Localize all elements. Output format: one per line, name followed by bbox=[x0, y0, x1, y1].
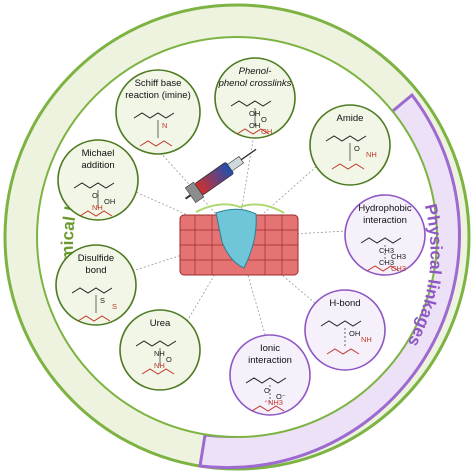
structure-label: O⁻ bbox=[276, 392, 286, 401]
linkage-circle bbox=[229, 334, 311, 416]
structure-label: S bbox=[100, 296, 105, 305]
linkage-circle bbox=[214, 57, 296, 139]
structure-label: OH bbox=[349, 329, 360, 338]
linkage-circle bbox=[344, 194, 426, 276]
structure-label: NH bbox=[361, 335, 372, 344]
linkage-title-line: bond bbox=[85, 265, 106, 276]
linkage-title-line: Amide bbox=[337, 113, 364, 124]
structure-label: OH bbox=[249, 121, 260, 130]
structure-label: ⁺NH3 bbox=[264, 398, 283, 407]
linkage-title-line: Michael bbox=[82, 148, 115, 159]
linkage-title-line: Disulfide bbox=[78, 253, 114, 264]
linkage-structure: SS bbox=[71, 287, 117, 322]
linkage-structure: O NH bbox=[325, 135, 377, 170]
structure-label: NH bbox=[154, 349, 165, 358]
structure-label: CH3 bbox=[391, 264, 406, 273]
structure-label: NH bbox=[154, 361, 165, 370]
structure-label: O bbox=[354, 144, 360, 153]
linkage-title-line: reaction (imine) bbox=[125, 90, 190, 101]
linkage-title-line: Schiff base bbox=[135, 78, 182, 89]
structure-label: CH3 bbox=[391, 252, 406, 261]
linkage-structure: O O⁻⁺NH3 bbox=[245, 377, 287, 412]
linkage-circle bbox=[115, 69, 201, 155]
linkage-circle bbox=[55, 244, 137, 326]
structure-label: S bbox=[112, 302, 117, 311]
linkage-title-line: addition bbox=[81, 160, 114, 171]
structure-label: OH bbox=[104, 197, 115, 206]
linkage-title-line: Urea bbox=[150, 318, 171, 329]
structure-label: O bbox=[261, 115, 267, 124]
structure-label: NH bbox=[92, 203, 103, 212]
structure-label: OH bbox=[249, 109, 260, 118]
linkage-title-line: interaction bbox=[248, 355, 292, 366]
linkage-title-line: phenol crosslinks bbox=[218, 78, 292, 89]
structure-label: O bbox=[166, 355, 172, 364]
linkage-circle bbox=[57, 139, 139, 221]
linkage-structure: N bbox=[133, 112, 175, 147]
structure-label: OH bbox=[261, 127, 272, 136]
tissue-illustration bbox=[179, 203, 299, 276]
structure-label: N bbox=[162, 121, 167, 130]
linkage-title-line: Phenol- bbox=[239, 66, 272, 77]
structure-label: O bbox=[92, 191, 98, 200]
linkage-title-line: H-bond bbox=[329, 298, 360, 309]
linkage-title-line: Hydrophobic bbox=[358, 203, 412, 214]
structure-label: CH3 bbox=[379, 246, 394, 255]
structure-label: O bbox=[264, 386, 270, 395]
linkage-title-line: Ionic bbox=[260, 343, 280, 354]
structure-label: NH bbox=[366, 150, 377, 159]
structure-label: CH3 bbox=[379, 258, 394, 267]
hydrogel-plug bbox=[215, 208, 257, 269]
syringe-icon bbox=[184, 148, 257, 204]
linkage-title-line: interaction bbox=[363, 215, 407, 226]
